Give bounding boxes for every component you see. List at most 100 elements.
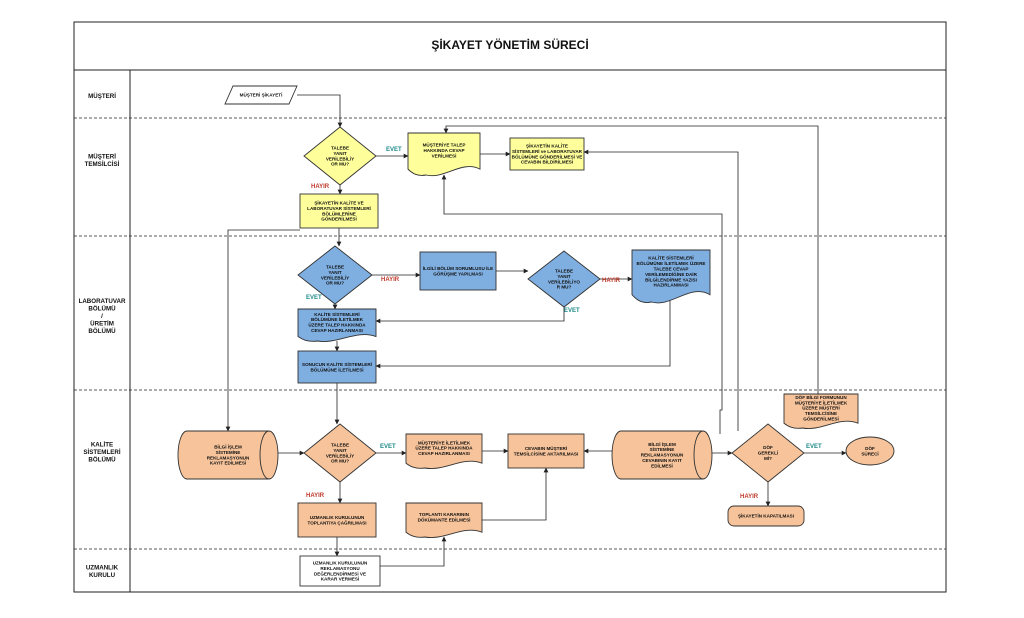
edge-n4-n9	[225, 229, 300, 432]
node-text-d5: DÖF	[763, 444, 773, 450]
node-text-n18: DEĞERLENDİRMESİ VE	[314, 569, 366, 576]
node-n12: BİLGİ İŞLEMSİSTEMİNEREKLAMASYONUNCEVABIN…	[611, 430, 713, 480]
node-text-n6: BİLGİLENDİRME YAZISI	[645, 276, 697, 282]
node-text-n9: BİLGİ İŞLEM	[214, 444, 242, 450]
node-text-n14: DÖF	[865, 445, 875, 451]
node-text-d2: TALEBE	[326, 265, 344, 270]
edges	[225, 94, 847, 567]
edge-label-evet: EVET	[806, 444, 822, 450]
node-text-n13: GÖNDERİLMESİ	[803, 416, 838, 422]
edge-n17-n11	[482, 467, 549, 521]
lane-label-kalite: KALİTE	[91, 442, 113, 449]
node-text-n10: CEVAP HAZIRLANMASI	[418, 451, 470, 456]
edge-n1-d1	[297, 94, 343, 128]
lane-label-musteri: MÜŞTERİ	[88, 93, 116, 100]
node-text-n16: UZMANLIK KURULUNUN	[310, 515, 365, 520]
node-text-d3: VERİLEBİLİYO	[548, 278, 580, 284]
node-text-n13: MÜŞTERİYE İLETİLMEK	[795, 399, 848, 405]
node-text-d3: YANIT	[557, 274, 571, 279]
node-text-n7: ÜZERE TALEP HAKKINDA	[308, 322, 366, 328]
edge-label-evet: EVET	[306, 295, 322, 301]
edge-n6-n8	[375, 296, 671, 369]
lane-label-kalite: BÖLÜMÜ	[88, 457, 116, 464]
node-text-d4: VERİLEBİLİY	[326, 452, 354, 458]
lane-label-lab: /	[101, 313, 103, 320]
node-text-n18: REKLAMASYONU	[320, 566, 360, 571]
node-text-n12: SİSTEMİNE	[650, 446, 675, 452]
nodes: MÜŞTERİ ŞİKAYETİTALEBEYANITVERİLEBİLİYOR…	[177, 85, 895, 587]
node-text-n2: VERİLMESİ	[432, 152, 457, 158]
node-text-n4: GÖNDERİLMESİ	[321, 216, 356, 222]
lane-label-lab: BÖLÜMÜ	[88, 306, 116, 313]
edge-label-hayir: HAYIR	[740, 494, 759, 500]
node-text-n11: CEVABIN MÜŞTERİ	[525, 445, 567, 451]
node-text-n3: CEVABIN BİLDİRİLMESİ	[521, 159, 573, 165]
node-text-n18: UZMANLIK KURULUNUN	[313, 561, 368, 566]
node-text-d4: OR MU?	[331, 459, 349, 464]
node-text-n3: ŞİKAYETİN KALİTE	[526, 143, 568, 149]
node-text-d4: YANIT	[333, 448, 347, 453]
node-text-d2: VERİLEBİLİY	[321, 274, 349, 280]
lane-label-kalite: SİSTEMLERİ	[83, 449, 120, 456]
node-text-n6: KALİTE SİSTEMLERİ	[648, 255, 693, 261]
node-text-d5: GEREKLİ	[758, 450, 778, 456]
edge-label-evet: EVET	[386, 147, 402, 153]
edge-n3-n2	[583, 149, 739, 431]
diagram-title: ŞİKAYET YÖNETİM SÜRECİ	[431, 37, 588, 52]
node-text-d1: TALEBE	[331, 146, 349, 151]
lane-label-temsilci: TEMSİLCİSİ	[85, 161, 120, 168]
edge-label-hayir: HAYIR	[306, 493, 325, 499]
node-text-n9: REKLAMASYONUN	[207, 455, 250, 460]
lane-labels: MÜŞTERİMÜŞTERİTEMSİLCİSİLABORATUVARBÖLÜM…	[79, 93, 126, 579]
edge-label-hayir: HAYIR	[602, 278, 621, 284]
edge-labels: EVET HAYIR HAYIR EVET HAYIR EVET EVET HAYIR EVET…	[306, 147, 822, 500]
node-text-n4: ŞİKAYETİN KALİTE VE	[314, 200, 363, 206]
edge-label-hayir: HAYIR	[381, 277, 400, 283]
node-text-n14: SÜRECİ	[861, 450, 878, 456]
node-text-n9: SİSTEMİNE	[216, 449, 241, 455]
edge-label-evet: EVET	[380, 444, 396, 450]
node-text-n4: BÖLÜMLERİNE	[322, 210, 356, 216]
lane-label-uzmanlik: KURULU	[89, 572, 116, 579]
node-text-n4: LABORATUVAR SİSTEMLERİ	[307, 205, 371, 211]
edge-d3-n7	[375, 307, 565, 324]
node-text-n8: SONUCUN KALİTE SİSTEMLERİ	[302, 361, 372, 367]
node-text-n13: TEMSİLCİSİNE	[805, 410, 837, 416]
node-text-n18: KARAR VERMESİ	[321, 576, 360, 582]
node-n15: ŞİKAYETİN KAPATILMASI	[727, 505, 805, 527]
edge-n13-top	[443, 125, 819, 394]
node-text-d1: OR MU?	[331, 162, 349, 167]
node-text-n3: BÖLÜMÜNE GÖNDERİLMESİ VE	[512, 153, 583, 159]
lane-label-lab: LABORATUVAR	[79, 298, 126, 305]
node-text-n1: MÜŞTERİ ŞİKAYETİ	[240, 92, 283, 98]
frame	[73, 21, 947, 593]
node-text-n9: KAYIT EDİLMESİ	[210, 460, 246, 466]
edge-label-evet: EVET	[564, 308, 580, 314]
edge-n11-n2	[441, 174, 723, 434]
node-text-n13: DÖF BİLGİ FORMUNUN	[795, 394, 847, 400]
node-text-d5: Mİ?	[764, 455, 772, 461]
node-text-n7: BÖLÜMÜNE İLETİLMEK	[311, 316, 364, 322]
node-text-n12: EDİLMESİ	[651, 462, 673, 468]
node-text-n12: CEVABININ KAYIT	[642, 458, 682, 463]
node-text-n7: KALİTE SİSTEMLERİ	[314, 311, 359, 317]
lane-label-lab: BÖLÜMÜ	[88, 328, 116, 335]
node-text-n5: İLGİLİ BÖLÜM SORUMLUSU İLE	[423, 265, 493, 271]
node-text-n10: ÜZERE TALEP HAKKINDA	[415, 445, 473, 451]
lane-label-lab: ÜRETİM	[90, 321, 114, 328]
node-text-n17: DÖKÜMANTE EDİLMESİ	[418, 516, 471, 522]
